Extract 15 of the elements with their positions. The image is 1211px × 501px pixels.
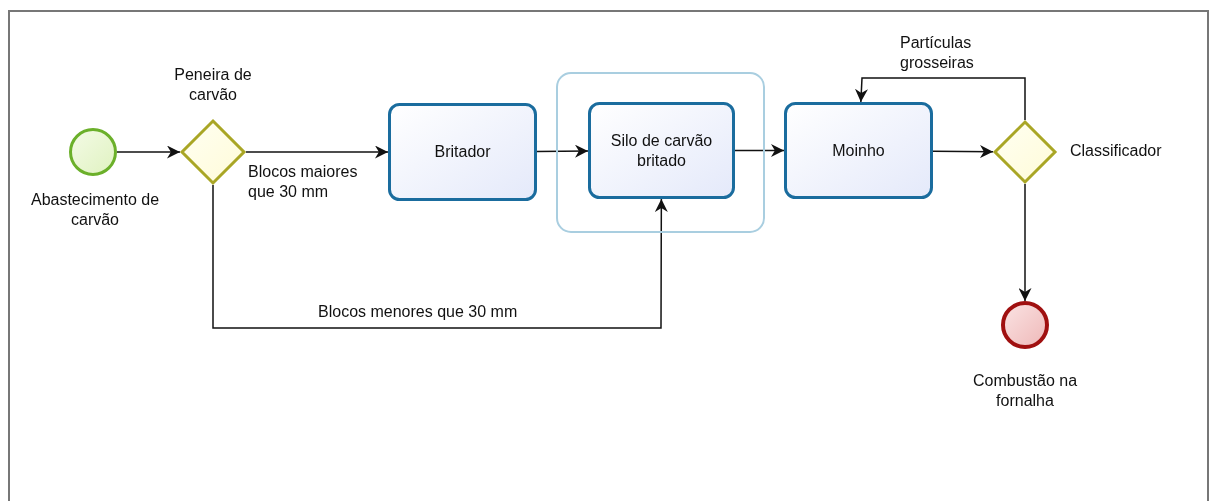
arrow <box>212 184 668 329</box>
node-label: Combustão na fornalha <box>971 371 1079 411</box>
arrow <box>1018 183 1032 302</box>
arrow <box>932 145 994 159</box>
arrow <box>536 144 589 158</box>
arrow <box>855 77 1026 121</box>
arrow <box>245 145 389 159</box>
node-label: Silo de carvão britado <box>609 130 714 171</box>
arrow <box>116 145 181 159</box>
node-label: Classificador <box>1070 141 1163 161</box>
node-label: Peneira de carvão <box>173 65 253 105</box>
node-label: Moinho <box>831 140 886 161</box>
node-label: Britador <box>433 142 492 162</box>
arrow <box>734 144 785 157</box>
node-label: Abastecimento de carvão <box>30 190 160 230</box>
